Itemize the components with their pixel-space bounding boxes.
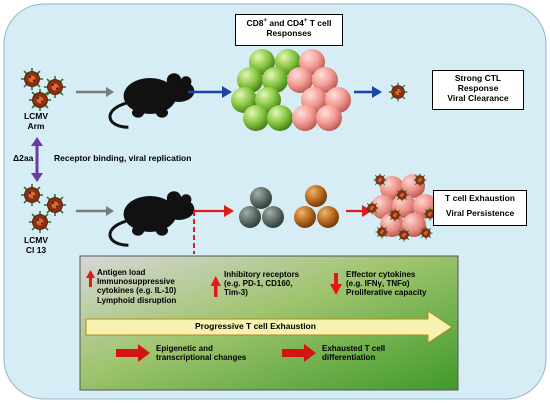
progressive-exhaustion-arrow [85, 310, 453, 344]
arrow-mouse-to-tcells [188, 86, 232, 98]
panel-col3-text: Effector cytokines (e.g. IFNγ, TNFα) Pro… [346, 270, 427, 298]
arrow-tcells-to-clearance [354, 86, 382, 98]
arrow-cl13-to-mouse [76, 206, 114, 216]
panel-col1-text: Antigen load Immunosuppressive cytokines… [97, 268, 177, 305]
red-block-arrow [282, 344, 316, 362]
delta-double-arrow [31, 137, 43, 182]
up-arrow-icon [86, 270, 95, 287]
lcmv-cl13-label: LCMV Cl 13 [23, 235, 49, 255]
epigenetic-label: Epigenetic and transcriptional changes [156, 344, 247, 363]
receptor-label: Receptor binding, viral replication [54, 153, 192, 163]
exhausted-differentiation-label: Exhausted T cell differentiation [322, 344, 386, 363]
strong-ctl-box: Strong CTL Response Viral Clearance [432, 70, 524, 110]
arrow-mouse-to-exhausted-cells [193, 205, 234, 254]
lcmv-arm-label: LCMV Arm [23, 111, 49, 131]
up-arrow-icon [210, 276, 221, 297]
progressive-arrow-label: Progressive T cell Exhaustion [195, 321, 316, 331]
delta-label: Δ2aa [13, 153, 34, 163]
t-cell-responses-box: CD8+ and CD4+ T cell Responses [235, 14, 343, 46]
exhausted-t-cells [239, 185, 339, 228]
red-block-arrow [116, 344, 150, 362]
arrow-arm-to-mouse [76, 87, 114, 97]
cleared-virus-icon [387, 81, 409, 103]
panel-col2-text: Inhibitory receptors (e.g. PD-1, CD160, … [224, 270, 300, 298]
t-cell-cluster [231, 49, 351, 131]
arrow-cells-to-infected [346, 205, 372, 217]
infected-cell-cluster [364, 172, 438, 243]
t-cell-exhaustion-box: T cell Exhaustion Viral Persistence [433, 190, 527, 226]
down-arrow-icon [330, 273, 342, 295]
